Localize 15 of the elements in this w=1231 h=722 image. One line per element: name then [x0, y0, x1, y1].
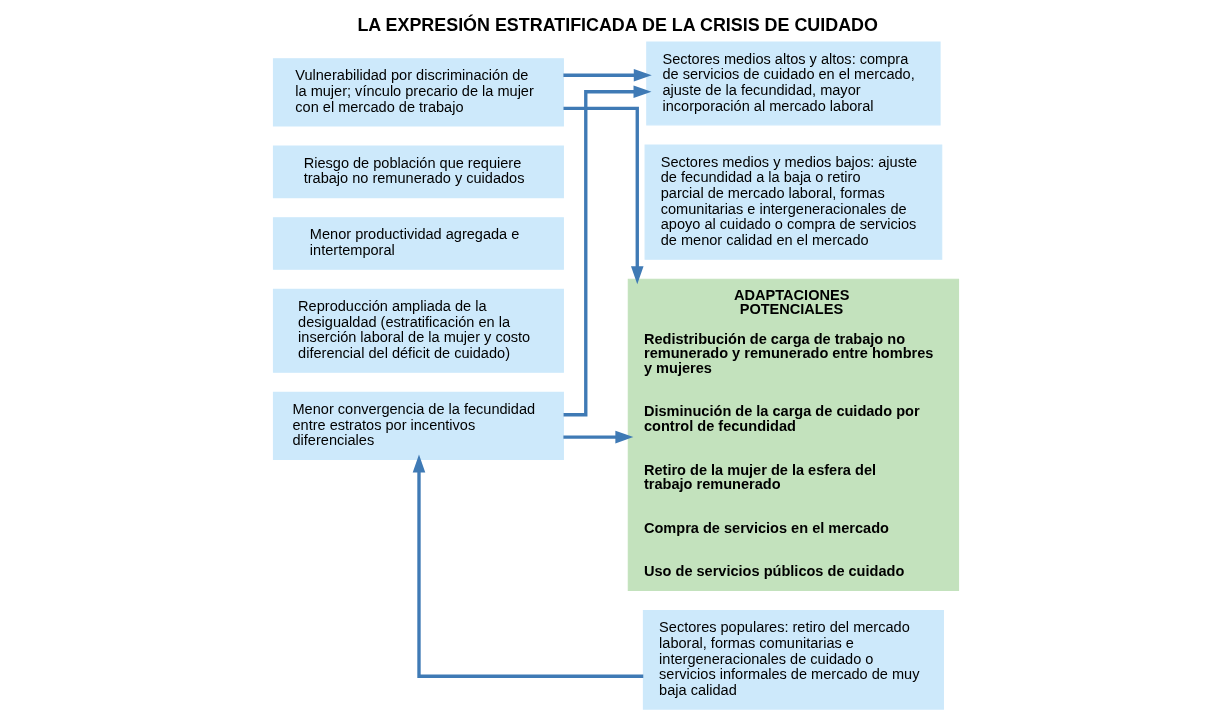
node-box: Sectores medios y medios bajos: ajuste de fecundidad a la baja o retiro parcial de mercado laboral, formas comunitarias e intergeneracionales de apoyo al cuidado o compra de servicios de menor calidad en el mercado: [644, 144, 942, 260]
node-box: Sectores populares: retiro del mercado laboral, formas comunitarias e intergeneracionales de cuidado o servicios informales de mercado de muy baja calidad: [642, 610, 944, 710]
node-box: Vulnerabilidad por discriminación de la mujer; vínculo precario de la mujer con el mercado de trabajo: [272, 58, 564, 127]
node-box: Reproducción ampliada de la desigualdad (estratificación en la inserción laboral de la mujer y costo diferencial del déficit de cuidado): [272, 288, 564, 373]
arrow: [563, 106, 644, 285]
node-box: Menor productividad agregada e intertemporal: [272, 217, 564, 270]
diagram-title: LA EXPRESIÓN ESTRATIFICADA DE LA CRISIS DE CUIDADO: [356, 14, 878, 35]
arrow: [562, 69, 652, 82]
node-box: ADAPTACIONES POTENCIALES Redistribución de carga de trabajo no remunerado y remunerado entre hombres y mujeres Disminución de la carga de cuidado por control de fecundidad Retiro de la mujer de la esfera del trabajo remunerado Compra de servicios en el mercado Uso de servicios públicos de cuidado: [627, 278, 959, 592]
arrow: [412, 454, 643, 678]
node-box: Menor convergencia de la fecundidad entre estratos por incentivos diferenciales: [272, 391, 564, 461]
arrow: [563, 85, 651, 417]
node-box: Sectores medios altos y altos: compra de servicios de cuidado en el mercado, ajuste de la fecundidad, mayor incorporación al mercado laboral: [645, 41, 941, 126]
arrow: [562, 430, 633, 444]
node-box: Riesgo de población que requiere trabajo no remunerado y cuidados: [272, 145, 564, 199]
